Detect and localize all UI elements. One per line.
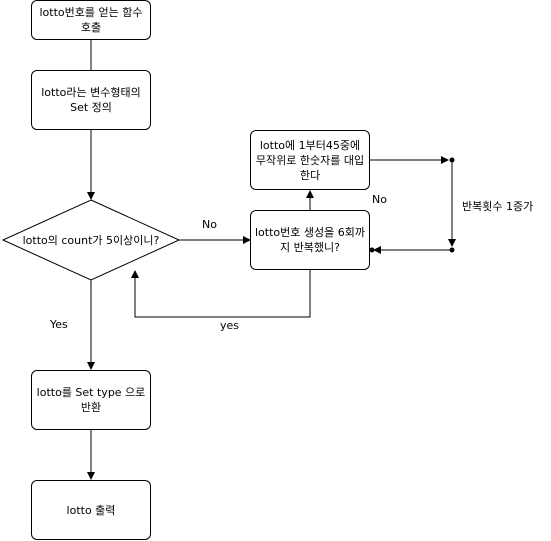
- assign-number-text: lotto에 1부터45중에 무작위로 한숫자를 대입한다: [255, 138, 365, 182]
- call-function-node: lotto번호를 얻는 함수 호출: [31, 0, 151, 40]
- arrow-repeat-to-decision: [131, 270, 311, 318]
- define-set-node: lotto라는 변수형태의 Set 정의: [31, 70, 151, 130]
- output-node: lotto 출력: [31, 480, 151, 540]
- edge-label-yes-repeat: yes: [220, 319, 240, 332]
- return-set-text: lotto를 Set type 으로 반환: [36, 386, 146, 414]
- define-set-text: lotto라는 변수형태의 Set 정의: [41, 86, 141, 114]
- edge-label-no-decision: No: [202, 218, 217, 231]
- decision-text: lotto의 count가 5이상이니?: [22, 234, 160, 247]
- edge-label-no-repeat: No: [372, 193, 387, 206]
- decision-diamond: [1, 199, 181, 281]
- repeat-check-text: lotto번호 생성을 6회까지 반복했니?: [255, 226, 365, 254]
- edge-label-yes-decision: Yes: [50, 318, 68, 331]
- return-set-node: lotto를 Set type 으로 반환: [31, 370, 151, 430]
- decision-text-area: lotto의 count가 5이상이니?: [3, 200, 179, 280]
- assign-number-node: lotto에 1부터45중에 무작위로 한숫자를 대입한다: [250, 130, 370, 190]
- edge-label-loop-counter: 반복횟수 1증가: [462, 200, 534, 213]
- repeat-entry-dot: [369, 247, 375, 253]
- repeat-check-node: lotto번호 생성을 6회까지 반복했니?: [250, 210, 370, 270]
- call-function-text: lotto번호를 얻는 함수 호출: [39, 6, 143, 34]
- output-text: lotto 출력: [66, 503, 116, 517]
